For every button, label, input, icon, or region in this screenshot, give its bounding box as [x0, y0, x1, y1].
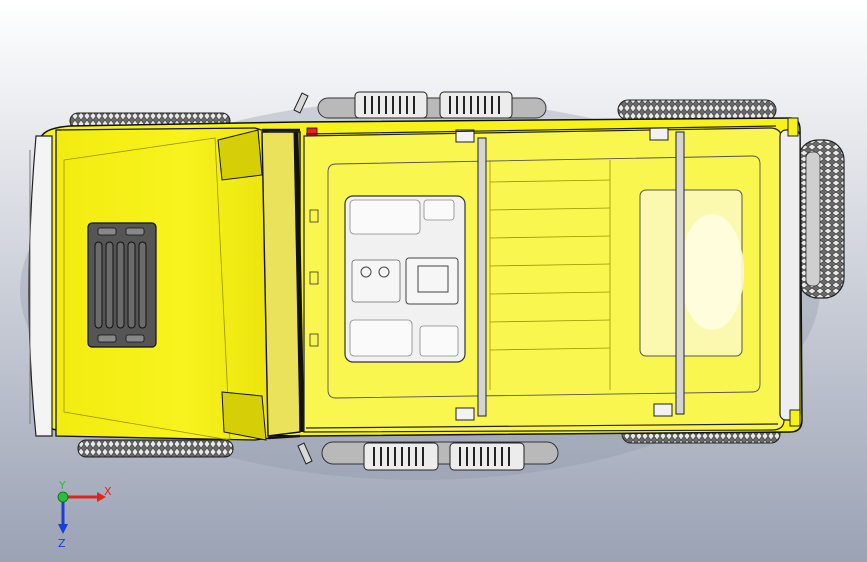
- rear-bumper: [779, 129, 801, 421]
- z-axis-label: Z: [58, 537, 66, 550]
- vehicle-body: [28, 117, 803, 441]
- sunroof-interior: [344, 195, 466, 363]
- roof-rack: [305, 125, 779, 429]
- right-mirror: [297, 442, 313, 465]
- z-axis-head: [58, 524, 68, 534]
- coordinate-triad: X Y Z: [57, 479, 112, 550]
- y-axis-dot: [57, 491, 69, 503]
- hood-vent: [87, 222, 157, 348]
- y-axis-label: Y: [58, 479, 66, 492]
- x-axis-head: [97, 492, 106, 502]
- front-bumper: [28, 135, 53, 437]
- left-mirror: [293, 92, 309, 114]
- left-marker-light: [306, 127, 318, 137]
- x-axis-label: X: [104, 485, 112, 498]
- spare-tire: [797, 139, 845, 299]
- right-side-step: [297, 441, 559, 471]
- windshield: [261, 131, 301, 437]
- front-right-wheel: [77, 439, 234, 458]
- left-side-step: [293, 91, 547, 119]
- roof-slats: [489, 160, 611, 390]
- rear-left-wheel: [617, 99, 777, 121]
